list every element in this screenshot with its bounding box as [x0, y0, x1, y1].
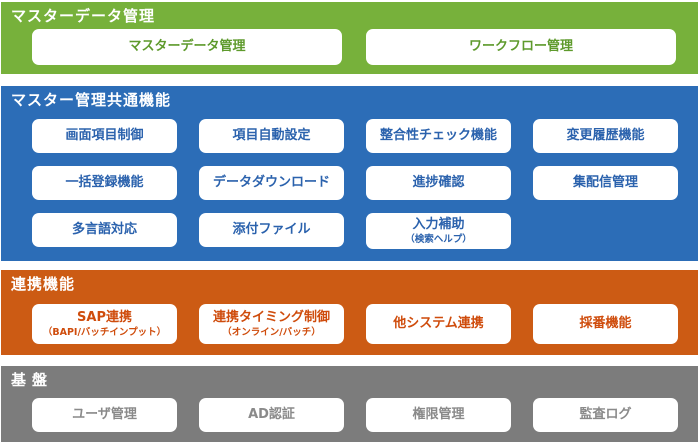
- section-foundation: 基盤 ユーザ管理 AD認証 権限管理 監査ログ: [1, 366, 698, 442]
- box-label: AD認証: [248, 407, 295, 423]
- multilingual-box: 多言語対応: [32, 213, 177, 247]
- box-sublabel: （オンライン/バッチ）: [222, 327, 321, 339]
- numbering-box: 採番機能: [533, 304, 678, 344]
- audit-log-box: 監査ログ: [533, 398, 678, 432]
- sap-integration-box: SAP連携 （BAPI/バッチインプット）: [32, 304, 177, 344]
- distribution-management-box: 集配信管理: [533, 166, 678, 200]
- box-label: 他システム連携: [393, 316, 484, 332]
- box-sublabel: （検索ヘルプ）: [405, 234, 472, 246]
- master-data-management-box: マスターデータ管理: [32, 29, 342, 65]
- change-history-box: 変更履歴機能: [533, 119, 678, 153]
- section-title: マスター管理共通機能: [11, 91, 172, 109]
- data-download-box: データダウンロード: [199, 166, 344, 200]
- permission-management-box: 権限管理: [366, 398, 511, 432]
- box-label: 進捗確認: [412, 175, 465, 191]
- box-label: 監査ログ: [579, 407, 632, 423]
- ad-auth-box: AD認証: [199, 398, 344, 432]
- bulk-registration-box: 一括登録機能: [32, 166, 177, 200]
- box-label: 連携タイミング制御: [212, 309, 330, 325]
- section-title: 連携機能: [11, 275, 76, 293]
- auto-item-setting-box: 項目自動設定: [199, 119, 344, 153]
- consistency-check-box: 整合性チェック機能: [366, 119, 511, 153]
- screen-item-control-box: 画面項目制御: [32, 119, 177, 153]
- box-label: 採番機能: [579, 316, 632, 332]
- box-label: 添付ファイル: [232, 222, 311, 238]
- input-assist-box: 入力補助 （検索ヘルプ）: [366, 213, 511, 249]
- box-label: ワークフロー管理: [468, 39, 573, 55]
- section-title: 基盤: [11, 371, 54, 389]
- box-label: データダウンロード: [212, 175, 330, 191]
- progress-check-box: 進捗確認: [366, 166, 511, 200]
- box-label: 権限管理: [412, 407, 465, 423]
- section-master-data: マスターデータ管理 マスターデータ管理 ワークフロー管理: [1, 2, 698, 74]
- box-label: 整合性チェック機能: [379, 128, 497, 144]
- box-label: 変更履歴機能: [566, 128, 645, 144]
- section-integration: 連携機能 SAP連携 （BAPI/バッチインプット） 連携タイミング制御 （オン…: [1, 270, 698, 355]
- integration-timing-box: 連携タイミング制御 （オンライン/バッチ）: [199, 304, 344, 344]
- section-title: マスターデータ管理: [11, 7, 156, 25]
- box-label: 集配信管理: [572, 175, 638, 191]
- user-management-box: ユーザ管理: [32, 398, 177, 432]
- box-label: マスターデータ管理: [128, 39, 246, 55]
- box-label: 項目自動設定: [232, 128, 311, 144]
- box-label: ユーザ管理: [72, 407, 137, 423]
- box-label: SAP連携: [77, 309, 132, 325]
- other-system-integration-box: 他システム連携: [366, 304, 511, 344]
- box-label: 入力補助: [412, 216, 465, 232]
- box-sublabel: （BAPI/バッチインプット）: [42, 327, 167, 339]
- workflow-management-box: ワークフロー管理: [366, 29, 676, 65]
- attachment-box: 添付ファイル: [199, 213, 344, 247]
- section-common-functions: マスター管理共通機能 画面項目制御 項目自動設定 整合性チェック機能 変更履歴機…: [1, 86, 698, 261]
- box-label: 一括登録機能: [65, 175, 144, 191]
- box-label: 多言語対応: [71, 222, 137, 238]
- box-label: 画面項目制御: [65, 128, 144, 144]
